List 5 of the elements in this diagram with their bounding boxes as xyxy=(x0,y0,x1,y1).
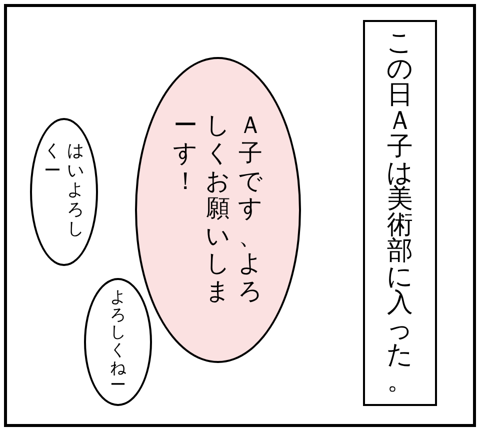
caption-box xyxy=(363,20,437,406)
narration-text: この日Ａ子は美術部に入った。 xyxy=(386,30,414,396)
speech-text: よろしくねー xyxy=(110,288,126,396)
speech-text: Ａ子です、よろしくお願いしまーす！ xyxy=(173,112,263,307)
speech-text: はいよろしくー xyxy=(44,142,84,242)
